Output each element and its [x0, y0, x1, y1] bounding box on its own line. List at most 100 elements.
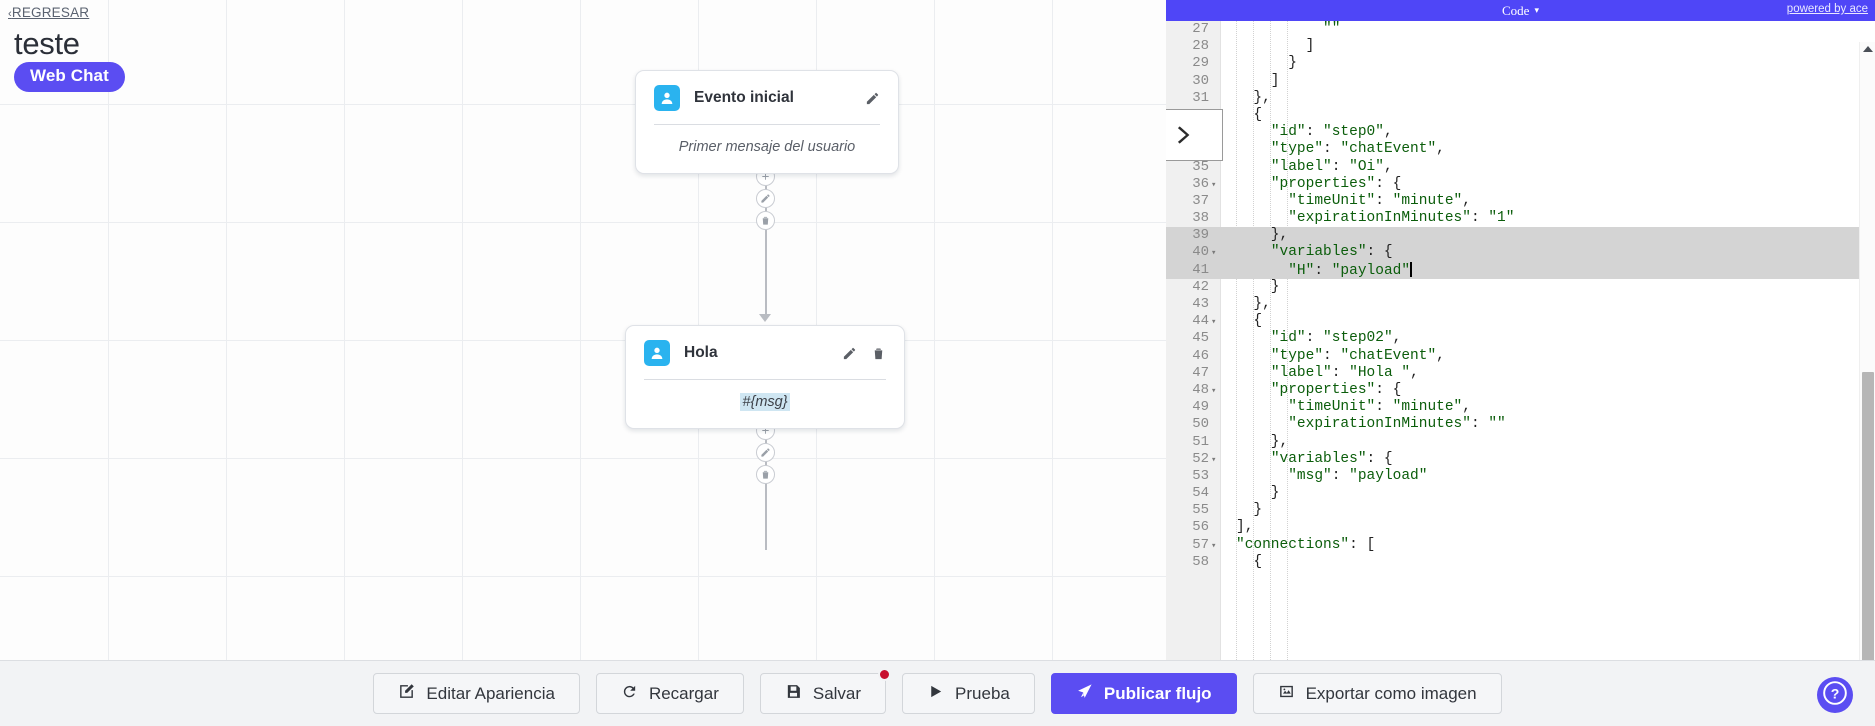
code-line[interactable]: 43 }, [1166, 296, 1875, 313]
button-label: Salvar [812, 683, 862, 703]
code-lines[interactable]: 27 ""28 ]29 }30 ]31 },32▾ {33 "id": "ste… [1166, 21, 1875, 571]
code-line[interactable]: 50 "expirationInMinutes": "" [1166, 416, 1875, 433]
code-editor-panel: Code ▾ powered by ace 27 ""28 ]29 }30 ]3… [1166, 0, 1875, 660]
scrollbar-thumb[interactable] [1862, 372, 1874, 660]
code-line[interactable]: 44▾ { [1166, 313, 1875, 330]
line-number: 38 [1192, 210, 1209, 227]
delete-icon[interactable] [756, 211, 775, 230]
edit-square-icon [398, 683, 415, 705]
code-line[interactable]: 57▾"connections": [ [1166, 537, 1875, 554]
code-line[interactable]: 28 ] [1166, 38, 1875, 55]
code-line[interactable]: 52▾ "variables": { [1166, 451, 1875, 468]
salvar-button[interactable]: Salvar [759, 668, 892, 714]
line-number: 45 [1192, 330, 1209, 347]
edit-icon[interactable] [756, 443, 775, 462]
fold-toggle-icon[interactable]: ▾ [1211, 248, 1217, 259]
code-line[interactable]: 27 "" [1166, 21, 1875, 38]
code-line-text: }, [1236, 296, 1271, 312]
powered-by-ace-link[interactable]: powered by ace [1786, 3, 1868, 15]
publicar-flujo-button[interactable]: Publicar flujo [1050, 673, 1237, 714]
edit-icon[interactable] [756, 189, 775, 208]
flow-canvas[interactable]: ‹REGRESAR teste Web Chat [0, 0, 1166, 660]
code-line[interactable]: 32▾ { [1166, 107, 1875, 124]
edit-icon[interactable] [864, 90, 880, 106]
image-icon [1278, 683, 1295, 705]
scroll-up-arrow-icon[interactable] [1863, 46, 1873, 52]
code-line[interactable]: 58 { [1166, 554, 1875, 571]
code-line-text: "id": "step02", [1270, 330, 1402, 347]
code-line-text: "expirationInMinutes": "" [1288, 416, 1506, 433]
code-line-text: "variables": { [1270, 450, 1393, 467]
editar-apariencia-button[interactable]: Editar Apariencia [373, 673, 580, 714]
code-line[interactable]: 30 ] [1166, 73, 1875, 90]
back-link[interactable]: ‹REGRESAR [8, 5, 89, 20]
code-line[interactable]: 46 "type": "chatEvent", [1166, 348, 1875, 365]
code-line-text: "timeUnit": "minute", [1288, 399, 1471, 416]
help-button[interactable]: ? [1817, 677, 1853, 713]
code-line[interactable]: 51 }, [1166, 434, 1875, 451]
code-line[interactable]: 35 "label": "Oi", [1166, 159, 1875, 176]
code-line[interactable]: 39 }, [1166, 227, 1875, 245]
fold-toggle-icon[interactable]: ▾ [1211, 454, 1217, 465]
code-line[interactable]: 49 "timeUnit": "minute", [1166, 399, 1875, 416]
connector-toolbar-1[interactable] [756, 167, 775, 230]
code-line[interactable]: 37 "timeUnit": "minute", [1166, 193, 1875, 210]
code-line[interactable]: 47 "label": "Hola ", [1166, 365, 1875, 382]
code-line[interactable]: 31 }, [1166, 90, 1875, 107]
flow-node-body-text: #{msg} [740, 393, 790, 411]
fold-toggle-icon[interactable]: ▾ [1211, 317, 1217, 328]
line-number: 28 [1192, 38, 1209, 55]
delete-icon[interactable] [756, 465, 775, 484]
line-number: 57 [1192, 536, 1209, 553]
line-number: 55 [1192, 502, 1209, 519]
question-circle-icon: ? [1822, 680, 1848, 711]
button-label: Editar Apariencia [426, 683, 555, 703]
code-fold-widget[interactable] [1166, 109, 1223, 161]
line-number: 56 [1192, 519, 1209, 536]
code-line-text: "timeUnit": "minute", [1288, 192, 1471, 209]
code-line[interactable]: 48▾ "properties": { [1166, 382, 1875, 399]
flow-node-hola[interactable]: Hola #{msg} [625, 325, 905, 429]
code-line-text: { [1236, 553, 1263, 570]
code-line[interactable]: 45 "id": "step02", [1166, 330, 1875, 347]
code-line[interactable]: 54 } [1166, 485, 1875, 502]
code-line[interactable]: 55 } [1166, 502, 1875, 519]
code-line[interactable]: 41 "H": "payload" [1166, 261, 1875, 279]
line-number: 44 [1192, 313, 1209, 330]
flow-node-actions [841, 345, 886, 361]
code-line[interactable]: 56], [1166, 519, 1875, 536]
fold-toggle-icon[interactable]: ▾ [1211, 385, 1217, 396]
connector-toolbar-2[interactable] [756, 421, 775, 484]
fold-toggle-icon[interactable]: ▾ [1211, 540, 1217, 551]
flow-node-evento-inicial[interactable]: Evento inicial Primer mensaje del usuari… [635, 70, 899, 174]
line-number: 51 [1192, 433, 1209, 450]
code-editor-area[interactable]: 27 ""28 ]29 }30 ]31 },32▾ {33 "id": "ste… [1166, 21, 1875, 660]
connector-line-2 [765, 420, 767, 550]
delete-icon[interactable] [870, 345, 886, 361]
code-line[interactable]: 34 "type": "chatEvent", [1166, 141, 1875, 158]
code-line[interactable]: 40▾ "variables": { [1166, 244, 1875, 262]
code-line[interactable]: 42 } [1166, 279, 1875, 296]
fold-toggle-icon[interactable]: ▾ [1211, 179, 1217, 190]
code-line-text: } [1236, 55, 1297, 72]
prueba-button[interactable]: Prueba [902, 673, 1035, 714]
code-editor-title[interactable]: Code [1502, 2, 1530, 18]
recargar-button[interactable]: Recargar [595, 673, 744, 714]
line-number: 41 [1192, 261, 1209, 278]
flow-node-body-text: Primer mensaje del usuario [678, 139, 856, 155]
code-line[interactable]: 38 "expirationInMinutes": "1" [1166, 210, 1875, 227]
code-line[interactable]: 36▾ "properties": { [1166, 176, 1875, 193]
code-line[interactable]: 29 } [1166, 55, 1875, 72]
text-cursor [1410, 261, 1412, 277]
code-line[interactable]: 53 "msg": "payload" [1166, 468, 1875, 485]
line-number: 54 [1192, 485, 1209, 502]
line-number: 36 [1192, 175, 1209, 192]
exportar-como-imagen-button[interactable]: Exportar como imagen [1252, 673, 1502, 714]
code-scrollbar[interactable] [1859, 42, 1875, 660]
edit-icon[interactable] [841, 345, 857, 361]
bottom-toolbar: Editar Apariencia Recargar Salvar Prueba [0, 660, 1875, 726]
chevron-down-icon[interactable]: ▾ [1534, 5, 1539, 15]
code-line[interactable]: 33 "id": "step0", [1166, 124, 1875, 141]
line-number: 27 [1192, 21, 1209, 37]
channel-badge: Web Chat [14, 62, 125, 92]
